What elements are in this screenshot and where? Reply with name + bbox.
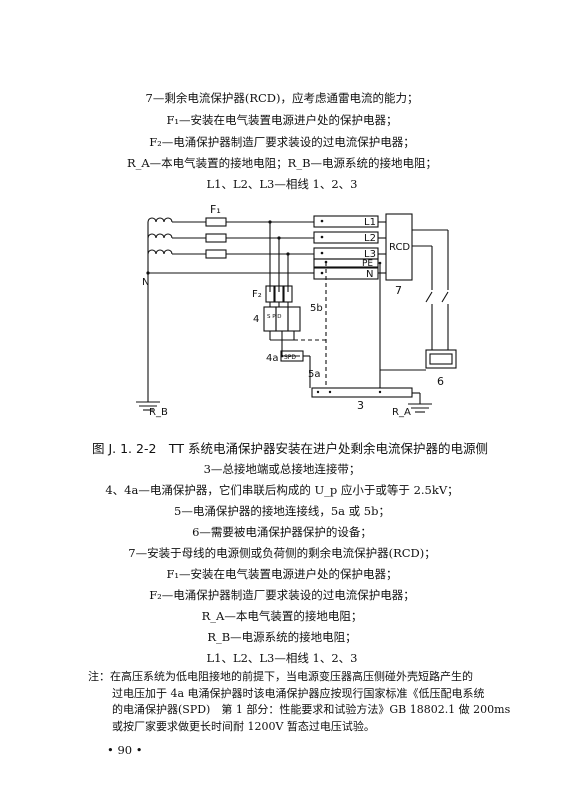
legend-line-5: 5—电涌保护器的接地连接线，5a 或 5b； — [174, 504, 390, 518]
label-spd-box: SPD — [284, 354, 296, 361]
legend-line-rb: R_B—电源系统的接地电阻； — [207, 630, 357, 644]
label-pe: PE — [362, 259, 373, 269]
figure-caption: 图 J. 1. 2-2 TT 系统电涌保护器安装在进户处剩余电流保护器的电源侧 — [92, 441, 488, 456]
legend-line-f1b: F₁—安装在电气装置电源进户处的保护电器； — [166, 567, 398, 581]
note-line: 或按厂家要求做更长时间耐 1200V 暂态过电压试验。 — [112, 719, 375, 733]
legend-line-f2b: F₂—电涌保护器制造厂要求装设的过电流保护电器； — [149, 588, 415, 602]
label-7: 7 — [395, 284, 402, 297]
label-n-left: N — [142, 277, 149, 288]
label-5a: 5a — [308, 369, 321, 380]
switch-1 — [425, 291, 433, 303]
note-line: 注：在高压系统为低电阻接地的前提下，当电源变压器高压侧碰外壳短路产生的 — [88, 670, 473, 683]
legend-line-l1l2l3b: L1、L2、L3—相线 1、2、3 — [206, 651, 358, 665]
label-rb: R_B — [149, 407, 168, 418]
note-paragraph: 注：在高压系统为低电阻接地的前提下，当电源变压器高压侧碰外壳短路产生的 过电压加… — [88, 669, 511, 735]
coil-l1 — [147, 217, 173, 223]
equipment-6 — [425, 349, 457, 369]
label-5b: 5b — [310, 303, 323, 314]
switch-2 — [441, 291, 449, 303]
label-6: 6 — [437, 375, 444, 388]
legend-line-l1l2l3: L1、L2、L3—相线 1、2、3 — [206, 177, 358, 191]
fuse-f1-l1 — [205, 217, 227, 227]
label-f1: F₁ — [210, 203, 221, 216]
note-line: 过电压加于 4a 电涌保护器时该电涌保护器应按现行国家标准《低压配电系统 — [112, 686, 485, 700]
coil-l3 — [147, 249, 173, 255]
legend-line-6: 6—需要被电涌保护器保护的设备； — [192, 525, 372, 539]
legend-line-3: 3—总接地端或总接地连接带； — [203, 462, 361, 476]
label-f2: F₂ — [252, 289, 262, 300]
label-spd-1: S P D — [267, 314, 282, 320]
label-3: 3 — [357, 399, 364, 412]
legend-line-f1: F₁—安装在电气装置电源进户处的保护电器； — [166, 113, 398, 127]
label-rcd: RCD — [389, 242, 410, 253]
label-l3: L3 — [364, 249, 376, 260]
label-ra: R_A — [392, 407, 411, 418]
main-earthing-bar-3 — [311, 387, 413, 398]
label-l2: L2 — [364, 233, 376, 244]
label-4a: 4a — [266, 353, 279, 364]
spd-4-3 — [287, 306, 301, 332]
fuse-f1-l2 — [205, 233, 227, 243]
legend-line-7: 7—剩余电流保护器(RCD)，应考虑通雷电流的能力； — [145, 91, 419, 105]
legend-line-ra: R_A—本电气装置的接地电阻； — [201, 609, 363, 623]
legend-line-ra-rb: R_A—本电气装置的接地电阻；R_B—电源系统的接地电阻； — [126, 156, 438, 170]
legend-line-7b: 7—安装于母线的电源侧或负荷侧的剩余电流保护器(RCD)； — [128, 546, 436, 560]
note-line: 的电涌保护器(SPD) 第 1 部分：性能要求和试验方法》GB 18802.1 … — [112, 703, 511, 716]
fuse-f1-l3 — [205, 249, 227, 259]
page-number: • 90 • — [107, 743, 143, 757]
coil-l2 — [147, 233, 173, 239]
label-l1: L1 — [364, 217, 376, 228]
legend-line-f2: F₂—电涌保护器制造厂要求装设的过电流保护电器； — [149, 135, 415, 149]
label-n-bus: N — [366, 269, 373, 280]
legend-line-4: 4、4a—电涌保护器，它们串联后构成的 U_p 应小于或等于 2.5kV； — [105, 483, 459, 497]
tt-system-circuit-diagram: F₁ L1 L2 L3 PE N RCD N F₂ 4 4a SPD S P D… — [136, 203, 457, 418]
rcd-box — [385, 213, 413, 281]
label-4: 4 — [253, 314, 259, 325]
